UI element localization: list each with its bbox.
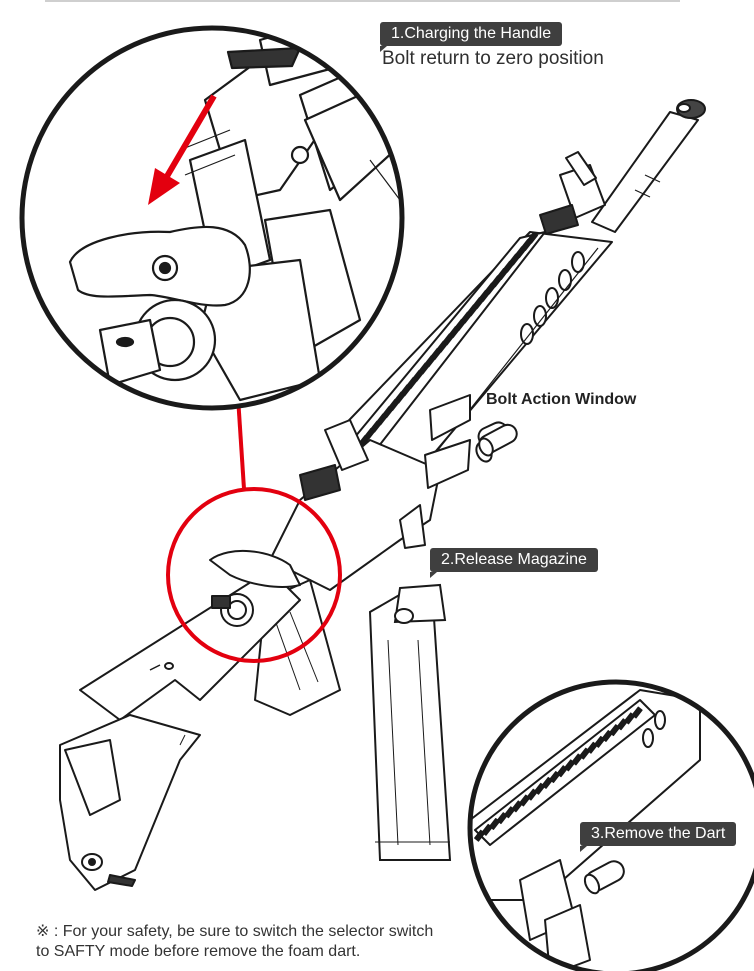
step-1-subtitle: Bolt return to zero position (382, 48, 604, 69)
pull-direction-arrow (148, 94, 217, 205)
magazine (368, 583, 452, 861)
step-3-label: 3.Remove the Dart (580, 822, 737, 852)
safety-note-line-2: to SAFTY mode before remove the foam dar… (36, 943, 361, 960)
rail-tooth (631, 706, 643, 719)
highlight-ring (166, 396, 342, 663)
charging-handle-small (209, 549, 301, 627)
step-2-label: 2.Release Magazine (430, 548, 598, 578)
step-1-label: 1.Charging the Handle (380, 22, 563, 52)
barrel (591, 99, 706, 233)
blaster-illustration (59, 99, 706, 891)
safety-note-line-1: ※ : For your safety, be sure to switch t… (36, 923, 434, 940)
zoom-circle-charging (19, 25, 405, 411)
foam-dart (478, 423, 518, 457)
front-sight (539, 151, 606, 235)
rear-sight (299, 419, 369, 501)
bolt-window-callout: Bolt Action Window (486, 391, 637, 408)
